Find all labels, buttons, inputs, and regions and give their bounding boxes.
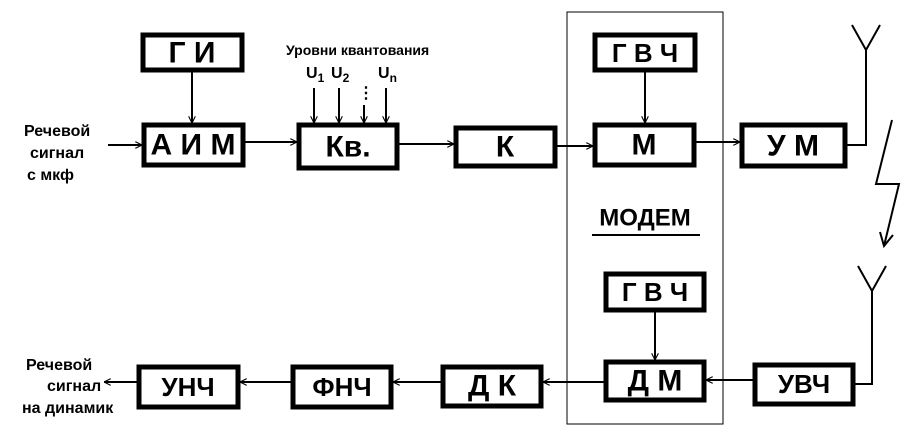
block-unch-label: УНЧ bbox=[161, 372, 214, 402]
block-uvch: УВЧ bbox=[752, 362, 856, 407]
antenna-tx-icon bbox=[851, 24, 881, 53]
antenna-rx-icon bbox=[857, 265, 887, 294]
block-um-label: У М bbox=[767, 130, 819, 163]
levels-title: Уровни квантования bbox=[286, 42, 429, 58]
block-gvch-rx: Г В Ч bbox=[603, 271, 707, 313]
block-dm-label: Д М bbox=[628, 365, 683, 398]
wire-um-antenna bbox=[847, 50, 867, 146]
block-gvch-tx: Г В Ч bbox=[592, 32, 698, 73]
block-dk-label: Д К bbox=[468, 370, 517, 403]
block-dk: Д К bbox=[440, 364, 544, 409]
wire-antenna-uvch bbox=[855, 291, 873, 385]
input-line-1: Речевой bbox=[24, 123, 90, 140]
modem-label: МОДЕМ bbox=[599, 205, 690, 232]
block-kv: Кв. bbox=[296, 122, 400, 171]
modem-frame bbox=[566, 11, 724, 425]
output-line-1: Речевой bbox=[26, 357, 92, 374]
block-k: К bbox=[453, 125, 558, 169]
block-fnch: ФНЧ bbox=[290, 364, 394, 410]
block-gi-label: Г И bbox=[169, 37, 216, 70]
block-k-label: К bbox=[496, 131, 515, 164]
level-dots: ⋮ bbox=[358, 85, 374, 102]
radio-link-icon bbox=[874, 119, 901, 247]
block-kv-label: Кв. bbox=[325, 131, 370, 164]
input-line-2: сигнал bbox=[30, 145, 84, 162]
block-unch: УНЧ bbox=[136, 364, 241, 410]
radio-link-arrowhead bbox=[879, 231, 894, 249]
block-uvch-label: УВЧ bbox=[778, 369, 830, 399]
level-n-label: Un bbox=[378, 65, 397, 85]
block-um: У М bbox=[739, 122, 848, 169]
block-aim-label: А И М bbox=[151, 129, 236, 162]
block-gi: Г И bbox=[140, 32, 245, 73]
block-gvch-tx-label: Г В Ч bbox=[612, 38, 678, 68]
input-line-3: с мкф bbox=[27, 167, 74, 184]
output-line-2: сигнал bbox=[47, 378, 101, 395]
block-gvch-rx-label: Г В Ч bbox=[622, 277, 688, 307]
block-fnch-label: ФНЧ bbox=[312, 372, 371, 402]
block-dm: Д М bbox=[603, 359, 707, 403]
output-line-3: на динамик bbox=[22, 400, 114, 417]
level-1-label: U1 bbox=[306, 65, 325, 85]
block-m-label: М bbox=[632, 129, 657, 162]
block-aim: А И М bbox=[141, 122, 246, 168]
level-2-label: U2 bbox=[331, 65, 350, 85]
block-m: М bbox=[592, 122, 697, 168]
